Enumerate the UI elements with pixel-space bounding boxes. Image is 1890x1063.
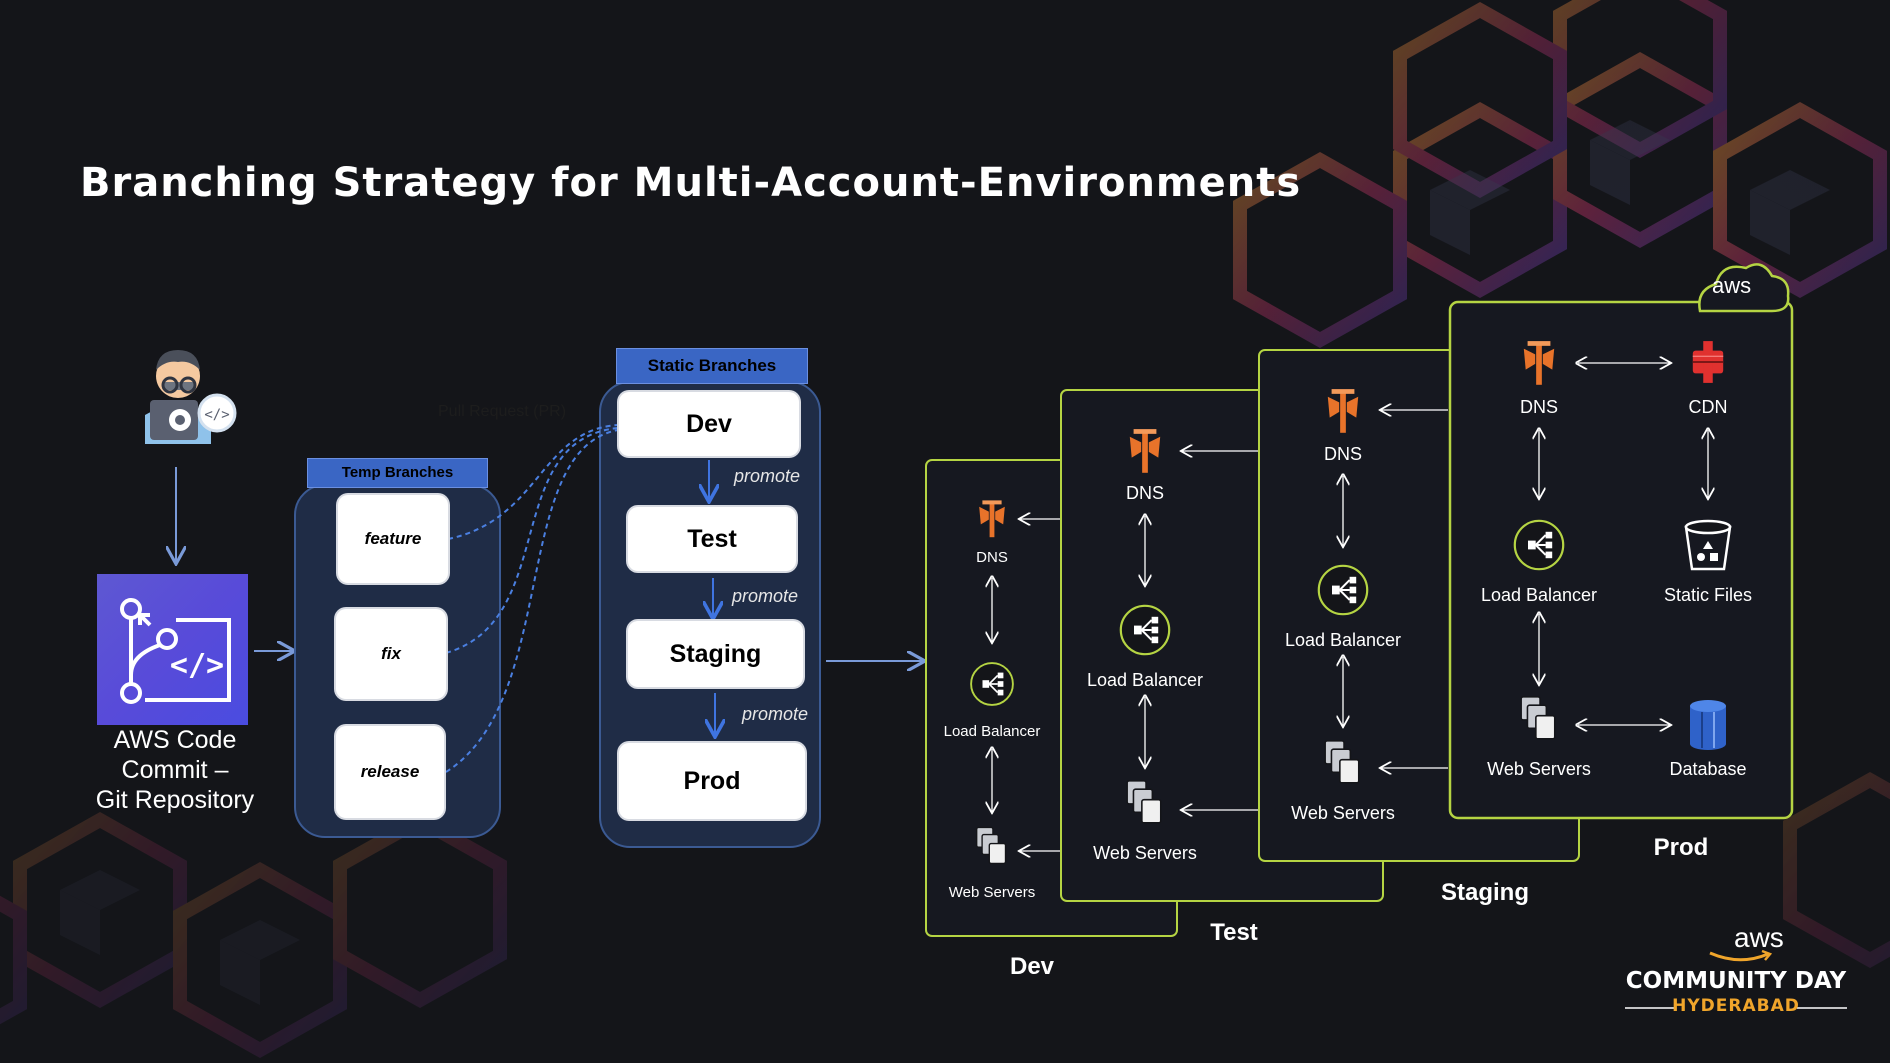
branch-dev[interactable]: Dev — [619, 392, 799, 456]
codecommit-label: AWS Code Commit – Git Repository — [80, 725, 270, 815]
staging-web-label: Web Servers — [1291, 803, 1395, 823]
prod-route53-icon — [1523, 341, 1555, 385]
codecommit-label-line-1: AWS Code — [113, 726, 237, 754]
staging-env-name: Staging — [1441, 879, 1529, 906]
slide-title: Branching Strategy for Multi-Account-Env… — [80, 160, 1302, 206]
temp-branches-header: Temp Branches — [307, 458, 488, 488]
prod-cloudfront-icon — [1692, 341, 1724, 383]
prod-dns-label: DNS — [1519, 397, 1559, 417]
static-branches-header: Static Branches — [616, 348, 808, 384]
promote-label-2: promote — [732, 586, 799, 606]
branch-release[interactable]: release — [336, 726, 444, 818]
branch-staging[interactable]: Staging — [628, 621, 803, 687]
test-env-name: Test — [1210, 919, 1258, 946]
staging-lb-label: Load Balancer — [1284, 630, 1402, 650]
developer-icon: </> — [145, 350, 237, 444]
prod-env-name: Prod — [1653, 834, 1709, 861]
test-elb-icon — [1119, 604, 1171, 656]
prod-web-label: Web Servers — [1487, 759, 1591, 779]
promote-label-3: promote — [742, 704, 809, 724]
prod-elb-icon — [1513, 519, 1565, 571]
prod-s3-bucket-icon — [1684, 519, 1732, 571]
staging-route53-icon — [1327, 389, 1359, 433]
codecommit-label-line-2: Commit – — [121, 756, 229, 784]
prod-database-icon — [1690, 700, 1726, 750]
prod-db-label: Database — [1669, 759, 1747, 779]
codecommit-label-line-3: Git Repository — [95, 786, 255, 814]
svg-text:</>: </> — [170, 648, 224, 683]
codecommit-icon: </> — [97, 574, 248, 725]
footer-city: HYDERABAD — [1672, 996, 1800, 1016]
dev-lb-label: Load Balancer — [943, 723, 1041, 740]
dev-route53-icon — [979, 500, 1005, 538]
prod-ec2-servers-icon — [1520, 696, 1556, 740]
pull-request-label: Pull Request (PR) — [438, 403, 567, 420]
dev-dns-label: DNS — [976, 549, 1008, 566]
footer-divider — [1625, 1007, 1847, 1009]
aws-cloud-icon — [1698, 263, 1790, 313]
promote-label-1: promote — [734, 466, 801, 486]
branch-fix[interactable]: fix — [336, 609, 446, 699]
prod-env-card — [1448, 300, 1794, 820]
test-dns-label: DNS — [1125, 483, 1165, 503]
test-route53-icon — [1129, 429, 1161, 473]
test-web-label: Web Servers — [1093, 843, 1197, 863]
branch-test[interactable]: Test — [628, 507, 796, 571]
footer-aws-smile-icon — [1709, 949, 1773, 962]
dev-elb-icon — [970, 662, 1014, 706]
pull-request-curves — [445, 424, 619, 773]
branch-prod[interactable]: Prod — [619, 743, 805, 819]
dev-web-label: Web Servers — [948, 884, 1036, 901]
prod-static-label: Static Files — [1663, 585, 1753, 605]
staging-ec2-servers-icon — [1324, 740, 1360, 784]
svg-text:</>: </> — [204, 407, 229, 423]
footer-aws-logo: aws — [1734, 922, 1784, 953]
prod-cdn-label: CDN — [1688, 397, 1728, 417]
prod-lb-label: Load Balancer — [1480, 585, 1598, 605]
footer-event: COMMUNITY DAY — [1625, 968, 1847, 994]
prod-cloud-badge-label: aws — [1712, 273, 1752, 298]
staging-dns-label: DNS — [1323, 444, 1363, 464]
test-ec2-servers-icon — [1126, 780, 1162, 824]
dev-env-name: Dev — [1009, 953, 1055, 980]
branch-feature[interactable]: feature — [338, 495, 448, 583]
dev-ec2-servers-icon — [976, 826, 1007, 865]
staging-elb-icon — [1317, 564, 1369, 616]
promote-arrows — [709, 460, 715, 735]
test-lb-label: Load Balancer — [1086, 670, 1204, 690]
